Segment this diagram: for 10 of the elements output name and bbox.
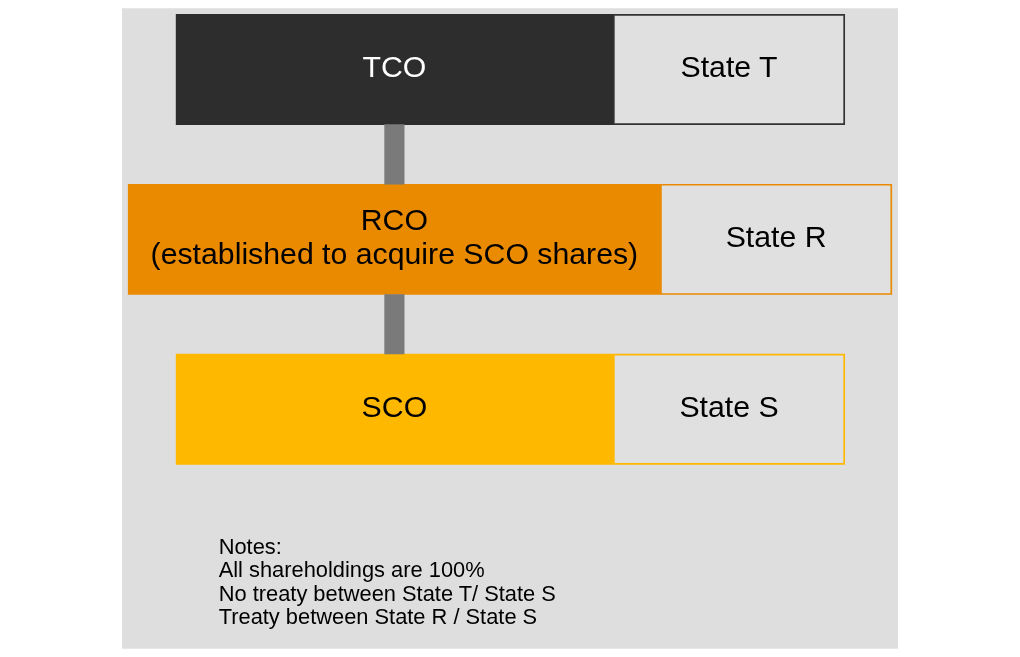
- node-box: SCO: [175, 353, 613, 465]
- node-box: State R: [660, 183, 893, 295]
- node-box: TCO: [175, 14, 613, 126]
- connector: [384, 294, 405, 355]
- label: All shareholdings are 100%: [218, 557, 485, 583]
- node-box: RCO (established to acquire SCO shares): [127, 183, 661, 295]
- node-box: State T: [613, 14, 846, 126]
- node-box: State S: [613, 353, 846, 465]
- label: Notes:: [218, 533, 282, 559]
- connector: [384, 124, 405, 185]
